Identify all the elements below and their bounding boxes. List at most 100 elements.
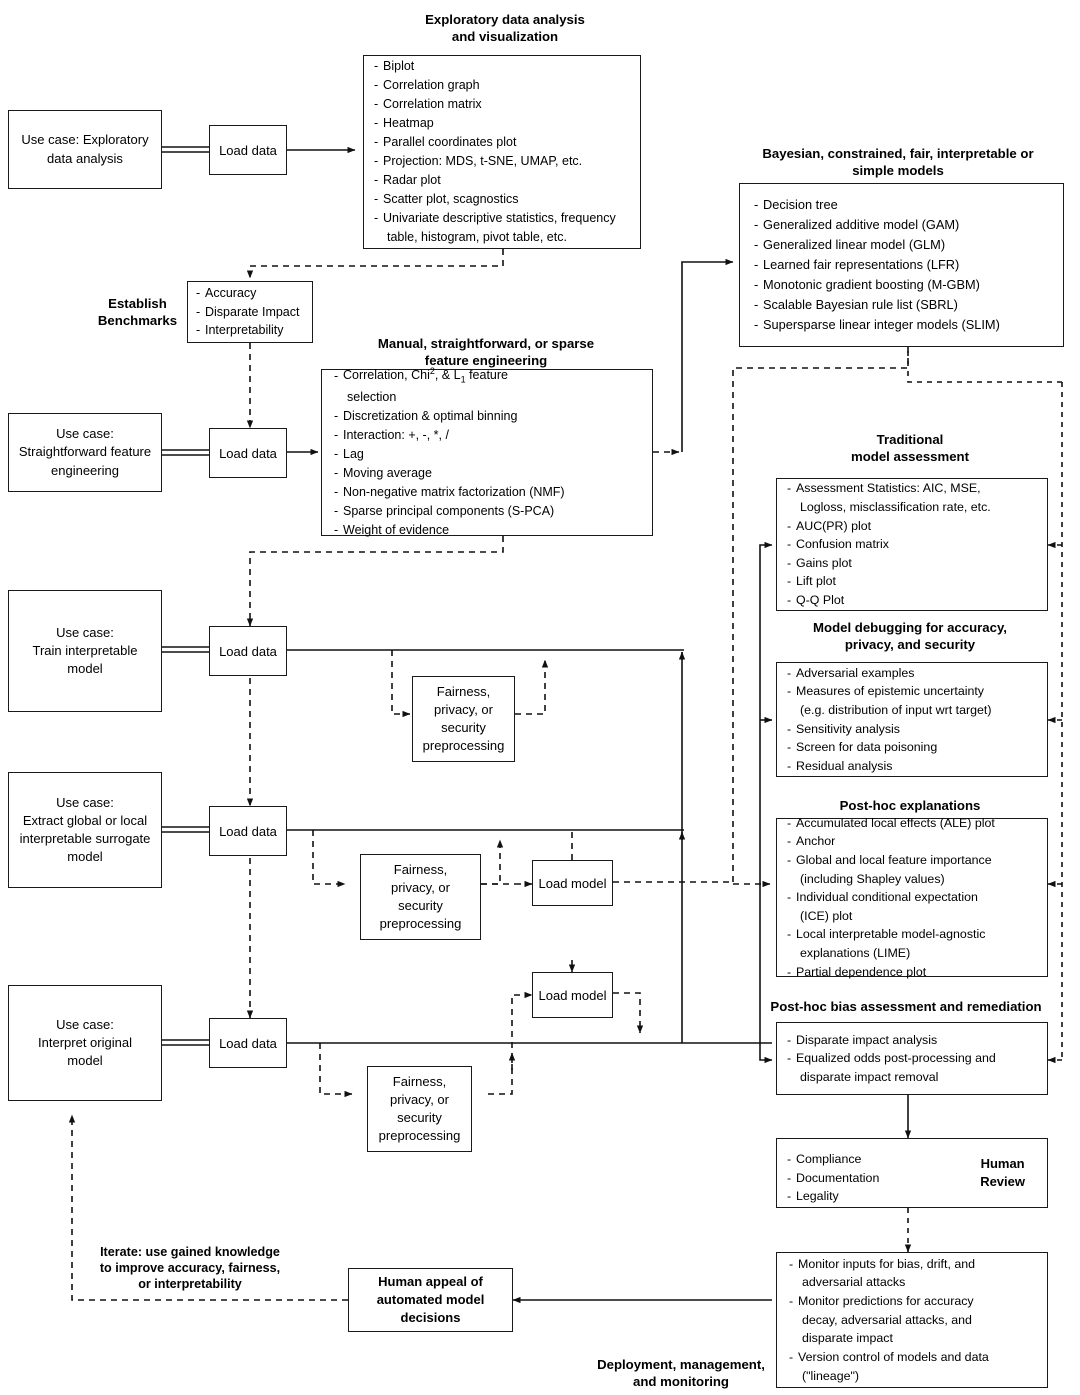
load-data-label: Load data [219,823,277,839]
preprocessing-interpret[interactable]: Fairness, privacy, or security preproces… [367,1066,472,1152]
load-data-interpret[interactable]: Load data [209,1018,287,1068]
list-item: -Accuracy [196,285,257,300]
panel-human-review[interactable]: -Compliance-Documentation-Legality Human… [776,1138,1048,1208]
use-case-interpret-original-model[interactable]: Use case: Interpret original model [8,985,162,1101]
panel-model-debugging[interactable]: -Adversarial examples -Measures of episte… [776,662,1048,777]
panel-bayesian-models[interactable]: -Decision tree-Generalized additive mode… [739,183,1064,347]
list-item: -Correlation, Chi2, & L1 feature [334,366,508,385]
list-item: -Discretization & optimal binning [334,408,518,423]
panel-post-hoc-explanations[interactable]: -Accumulated local effects (ALE) plot -An… [776,816,1048,979]
list-item: ("lineage") [802,1368,860,1383]
label-establish-benchmarks: Establish Benchmarks [97,296,178,328]
list-item: -Version control of models and data [789,1349,989,1364]
preprocessing-train-model[interactable]: Fairness, privacy, or security preproces… [412,676,515,762]
list-item: -Anchor [787,834,836,849]
list-item: -Gains plot [787,555,852,570]
load-data-eda[interactable]: Load data [209,125,287,175]
list-item: -Compliance [787,1152,862,1166]
list-item: -Univariate descriptive statistics, freq… [374,211,616,225]
list-item: -Correlation graph [374,78,480,92]
list-item: -Assessment Statistics: AIC, MSE, [787,481,981,496]
label-post-hoc-bias: Post-hoc bias assessment and remediation [770,999,1042,1014]
panel-benchmarks[interactable]: -Accuracy-Disparate Impact-Interpretabil… [187,281,313,343]
preprocessing-surrogate[interactable]: Fairness, privacy, or security preproces… [360,854,481,940]
list-item: (including Shapley values) [800,871,945,886]
list-item: -Weight of evidence [334,522,450,537]
bias-item-list: -Disparate impact analysis-Equalized odd… [787,1031,1037,1087]
list-item: -Non-negative matrix factorization (NMF) [334,484,565,499]
list-item: -Lag [334,446,364,461]
list-item: -Sensitivity analysis [787,721,900,736]
list-item: -Generalized linear model (GLM) [754,237,946,253]
use-case-label: Use case: Exploratory data analysis [21,132,149,166]
list-item: -Lift plot [787,574,836,589]
list-item: -Adversarial examples [787,665,915,680]
explanations-item-list: -Accumulated local effects (ALE) plot -An… [787,814,1037,981]
list-item: -Generalized additive model (GAM) [754,217,960,233]
use-case-label: Use case: Straightforward feature engine… [18,426,152,478]
list-item: table, histogram, pivot table, etc. [387,230,567,244]
load-data-train-model[interactable]: Load data [209,626,287,676]
list-item: -Global and local feature importance [787,852,992,867]
label-deployment: Deployment, management, and monitoring [597,1357,765,1389]
load-model-surrogate[interactable]: Load model [532,860,613,906]
load-data-surrogate[interactable]: Load data [209,806,287,856]
load-data-label: Load data [219,1035,277,1051]
use-case-extract-surrogate-model[interactable]: Use case: Extract global or local interp… [8,772,162,888]
list-item: -Documentation [787,1170,880,1185]
preprocessing-label: Fairness, privacy, or security preproces… [379,862,462,931]
list-item: disparate impact removal [800,1069,939,1084]
list-item: -Measures of epistemic uncertainty [787,684,985,699]
list-item: -Projection: MDS, t-SNE, UMAP, etc. [374,154,583,168]
label-feature-engineering: Manual, straightforward, or sparse featu… [377,336,595,368]
list-item: decay, adversarial attacks, and [802,1312,972,1327]
debugging-item-list: -Adversarial examples -Measures of episte… [787,664,1037,776]
list-item: -Interaction: +, -, *, / [334,427,449,442]
list-item: -Confusion matrix [787,537,889,552]
preprocessing-label: Fairness, privacy, or security preproces… [422,684,505,753]
use-case-label: Use case: Extract global or local interp… [19,794,151,865]
list-item: -Q-Q Plot [787,593,845,608]
list-item: -Biplot [374,59,415,73]
list-item: explanations (LIME) [800,946,911,961]
load-model-label: Load model [538,875,607,891]
panel-traditional-assessment[interactable]: -Assessment Statistics: AIC, MSE,Logloss… [776,478,1048,611]
use-case-train-interpretable-model[interactable]: Use case: Train interpretable model [8,590,162,712]
label-traditional-assessment: Traditional model assessment [850,432,969,464]
list-item: -Accumulated local effects (ALE) plot [787,815,995,830]
use-case-straightforward-feature-engineering[interactable]: Use case: Straightforward feature engine… [8,413,162,492]
list-item: -Disparate Impact [196,304,300,319]
label-eda: Exploratory data analysis and visualizat… [425,12,585,44]
list-item: -Radar plot [374,173,441,187]
label-bayesian-models: Bayesian, constrained, fair, interpretab… [762,146,1034,178]
human-appeal-box[interactable]: Human appeal of automated model decision… [348,1268,513,1332]
list-item: -Correlation matrix [374,97,482,111]
panel-eda[interactable]: -Biplot -Correlation graph -Correlation ma… [363,55,641,249]
benchmarks-item-list: -Accuracy-Disparate Impact-Interpretabil… [196,284,304,340]
panel-post-hoc-bias[interactable]: -Disparate impact analysis-Equalized odd… [776,1022,1048,1095]
list-item: -Supersparse linear integer models (SLIM… [754,316,1000,332]
load-data-label: Load data [219,445,277,461]
load-data-feature-engineering[interactable]: Load data [209,428,287,478]
list-item: -Screen for data poisoning [787,740,938,755]
load-model-label: Load model [538,987,607,1003]
list-item: -Scatter plot, scagnostics [374,192,519,206]
list-item: -Individual conditional expectation [787,890,978,905]
list-item: (ICE) plot [800,908,853,923]
load-model-interpret[interactable]: Load model [532,972,613,1018]
label-model-debugging: Model debugging for accuracy, privacy, a… [813,620,1007,652]
list-item: -Partial dependence plot [787,964,927,979]
use-case-exploratory-data-analysis[interactable]: Use case: Exploratory data analysis [8,110,162,189]
list-item: -Legality [787,1189,839,1204]
list-item: -Disparate impact analysis [787,1032,938,1047]
preprocessing-label: Fairness, privacy, or security preproces… [378,1074,461,1143]
list-item: -Learned fair representations (LFR) [754,257,960,273]
eda-item-list: -Biplot -Correlation graph -Correlation ma… [374,57,630,247]
list-item: -Residual analysis [787,758,893,773]
list-item: disparate impact [802,1331,893,1346]
list-item: -AUC(PR) plot [787,518,872,533]
